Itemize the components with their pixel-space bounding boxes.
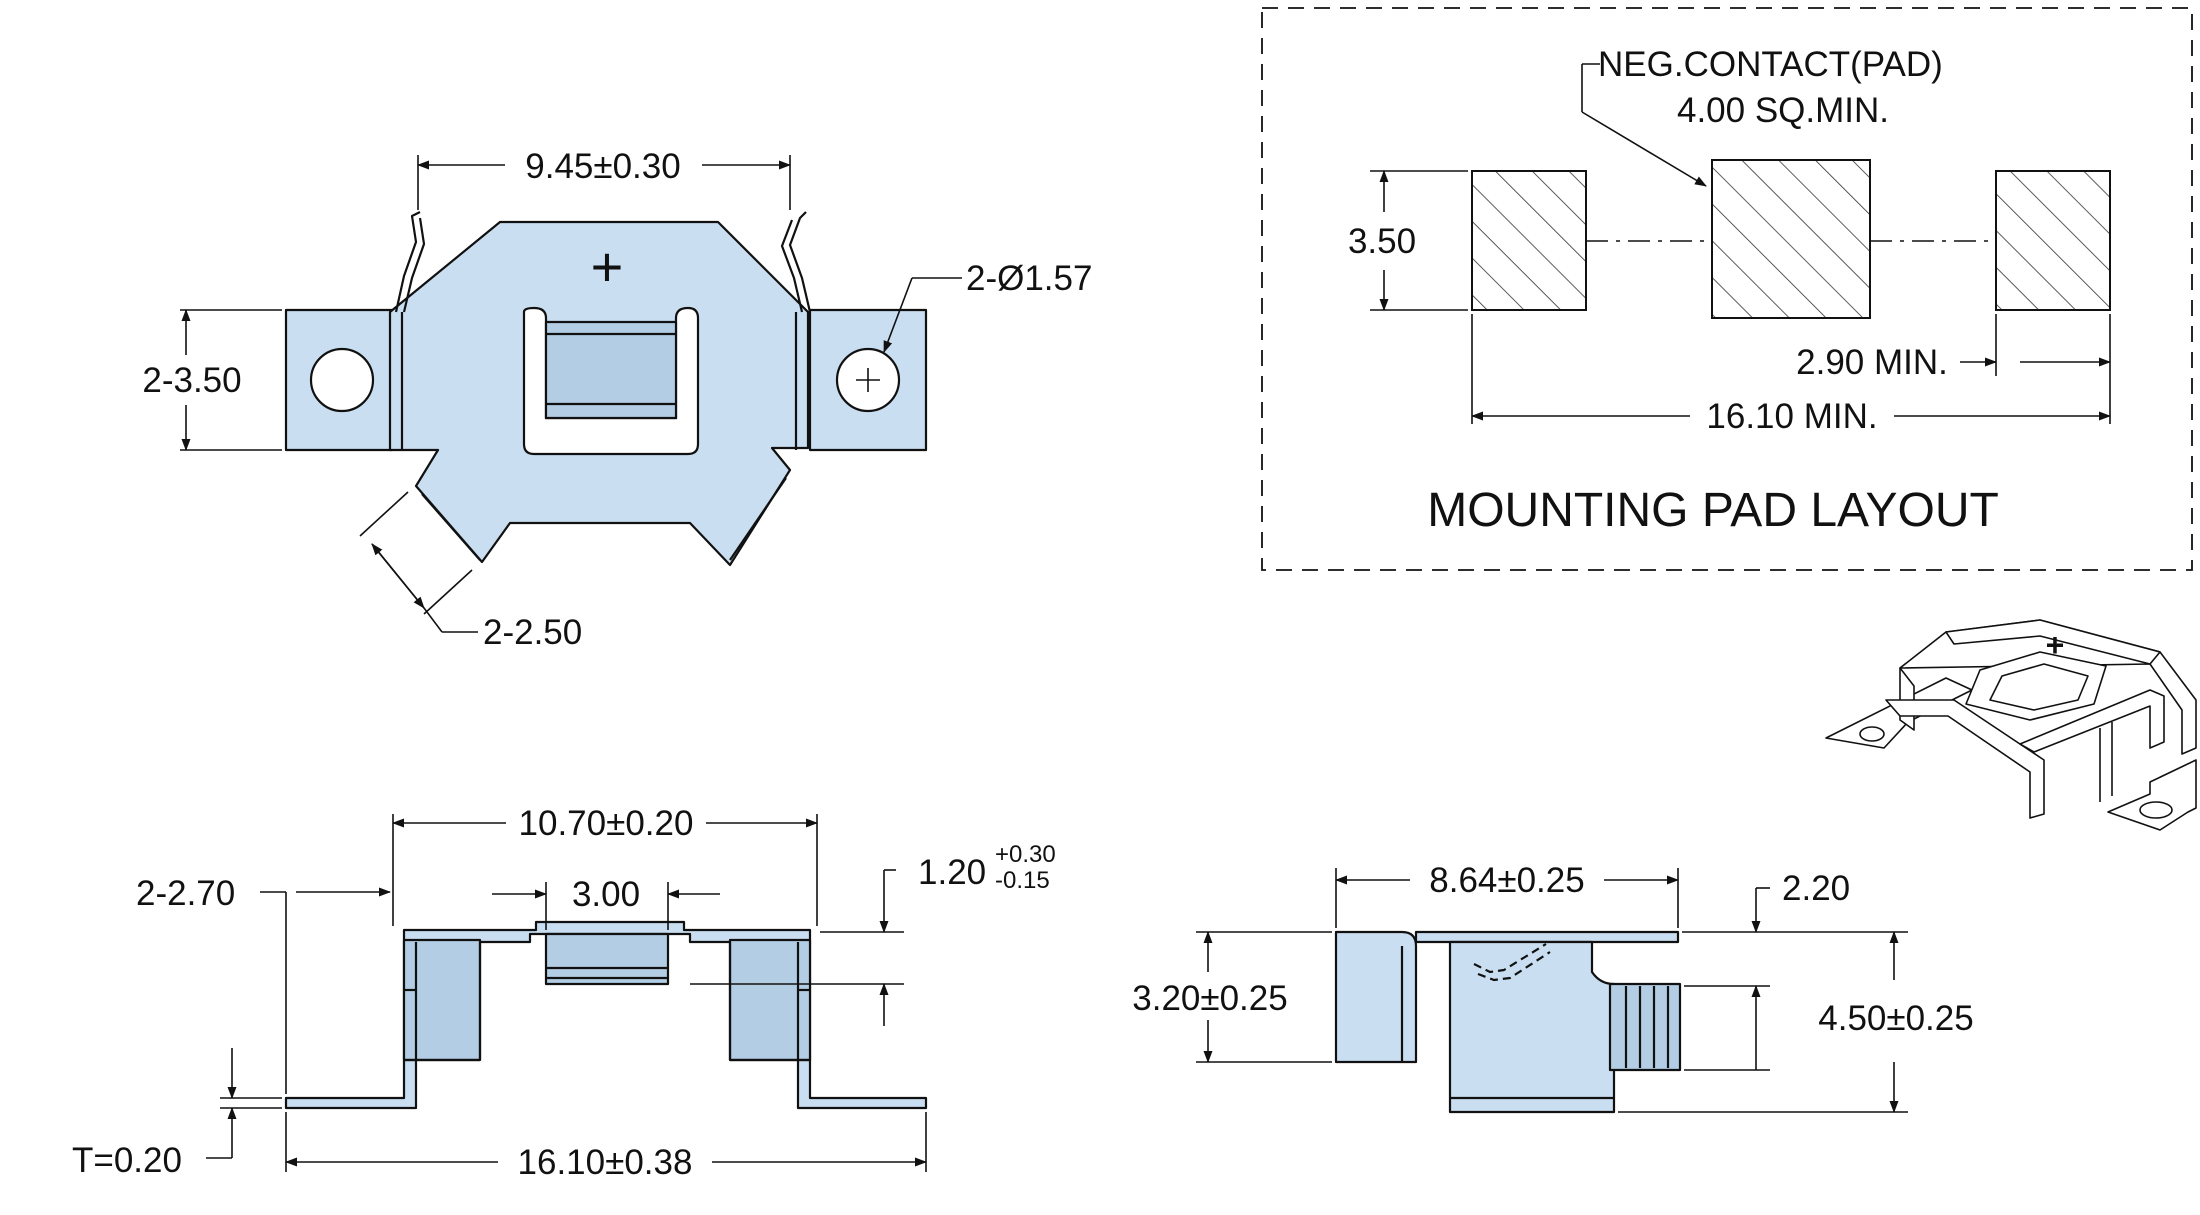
side-view: 8.64±0.25 3.20±0.25 2.20 4.50±0.25 (1132, 861, 1974, 1114)
polarity-plus: + (591, 235, 624, 298)
contact-height-dim: 1.20 (918, 853, 986, 892)
side-body-height-dim: 3.20±0.25 (1132, 979, 1287, 1018)
isometric-view: + (1825, 619, 2197, 831)
center-pad (1711, 159, 1871, 319)
side-body-right (1448, 940, 1616, 1114)
contact-height-minus-tol: -0.15 (995, 867, 1050, 894)
side-tab (1608, 982, 1682, 1072)
left-mounting-hole (309, 347, 375, 413)
front-contact (544, 932, 670, 986)
side-body-left (1334, 930, 1418, 1064)
pad-height-dim: 3.50 (1348, 222, 1416, 261)
thickness-dim: T=0.20 (72, 1141, 182, 1180)
side-overall-height-dim: 4.50±0.25 (1818, 999, 1973, 1038)
foot-dim: 2-2.70 (136, 874, 235, 913)
hole-dim: 2-Ø1.57 (966, 259, 1092, 298)
leg-width-dim: 2-2.50 (483, 613, 582, 652)
contact-height-plus-tol: +0.30 (995, 841, 1056, 868)
left-pad (1471, 170, 1587, 311)
top-width-dim: 9.45±0.30 (525, 147, 680, 186)
mounting-pad-layout: NEG.CONTACT(PAD) 4.00 SQ.MIN. 3.50 2.90 … (1261, 7, 2193, 571)
overall-pad-width-dim: 16.10 MIN. (1706, 397, 1877, 436)
front-overall-width-dim: 16.10±0.38 (518, 1143, 693, 1182)
iso-polarity-plus: + (2046, 627, 2065, 663)
pad-layout-title: MOUNTING PAD LAYOUT (1427, 484, 1999, 537)
neg-contact-size: 4.00 SQ.MIN. (1677, 91, 1889, 130)
center-slot (522, 306, 700, 456)
side-tab-dim: 2.20 (1782, 869, 1850, 908)
contact-width-dim: 3.00 (572, 875, 640, 914)
front-top-width-dim: 10.70±0.20 (519, 804, 694, 843)
side-width-dim: 8.64±0.25 (1429, 861, 1584, 900)
side-pad-width-dim: 2.90 MIN. (1796, 343, 1948, 382)
neg-contact-callout: NEG.CONTACT(PAD) (1598, 45, 1943, 84)
negative-contact (544, 320, 678, 420)
top-view: + 9.45±0.30 2-3.50 2-Ø1.57 2-2.50 (142, 147, 1092, 652)
right-pad (1995, 170, 2111, 311)
tab-height-dim: 2-3.50 (142, 361, 241, 400)
front-view: 10.70±0.20 2-2.70 3.00 1.20 +0.30 -0.15 … (72, 804, 1056, 1182)
pad-layout-frame (1261, 7, 2193, 571)
